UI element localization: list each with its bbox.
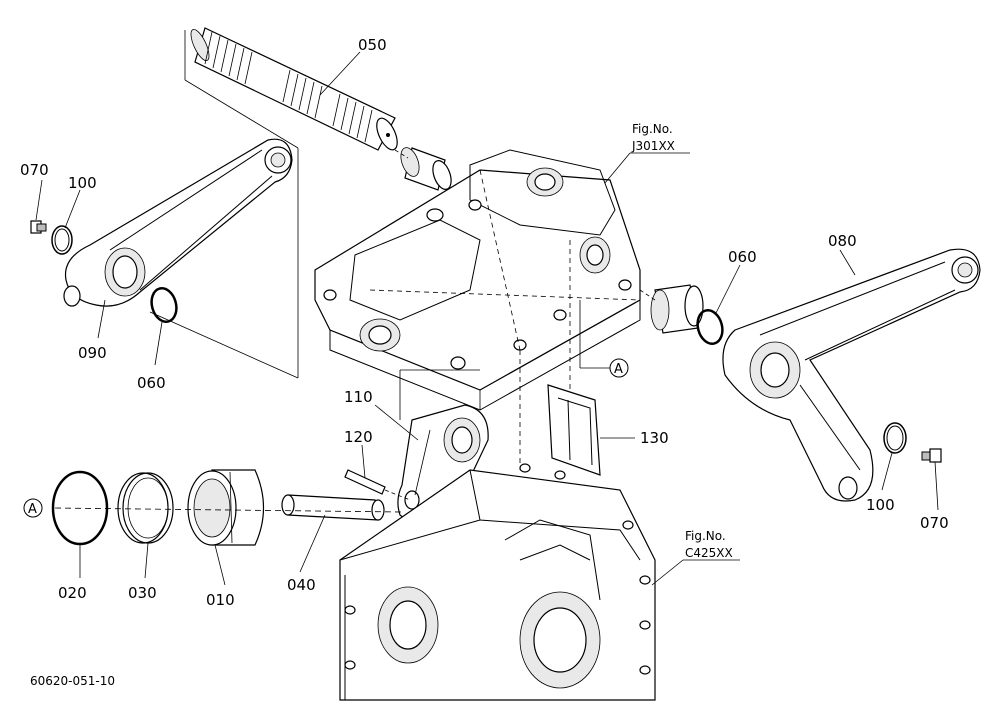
lift-arm-080 [722, 248, 981, 502]
piston-010 [187, 469, 264, 546]
fig-code-top: J301XX [631, 139, 675, 153]
fig-label-top: Fig.No. [632, 122, 673, 136]
callout-a-center: A [579, 300, 629, 378]
label-030: 030 [128, 584, 157, 602]
shaft-050 [190, 27, 398, 151]
fig-label-bottom: Fig.No. [685, 529, 726, 543]
left-arm-frame [149, 30, 299, 379]
part-labels: 050 070 100 090 060 080 060 110 120 130 … [20, 36, 949, 609]
label-060-left: 060 [137, 374, 166, 392]
drawing-id: 60620-051-10 [30, 674, 115, 688]
grease-fitting-070-left [30, 220, 47, 234]
rod-040 [281, 494, 385, 521]
plate-130 [547, 384, 601, 476]
o-ring-060-left [150, 287, 178, 323]
grease-fitting-070-right [921, 448, 942, 463]
label-110: 110 [344, 388, 373, 406]
bushing-top [400, 147, 452, 191]
bushing-right [650, 284, 704, 334]
callout-a-left: A [23, 498, 43, 518]
label-070-left: 070 [20, 161, 49, 179]
transmission-case [339, 350, 656, 701]
fig-code-bottom: C425XX [685, 546, 733, 560]
label-040: 040 [287, 576, 316, 594]
label-090: 090 [78, 344, 107, 362]
cylinder-housing [314, 149, 641, 420]
figure-reference-top: Fig.No. J301XX [604, 122, 690, 184]
lift-arm-110 [397, 404, 489, 532]
label-100-left: 100 [68, 174, 97, 192]
circlip-100-right [883, 422, 907, 454]
circlip-100-left [51, 225, 73, 255]
label-060-right: 060 [728, 248, 757, 266]
o-ring-060-right [696, 309, 724, 345]
o-ring-020 [51, 470, 109, 546]
label-010: 010 [206, 591, 235, 609]
label-120: 120 [344, 428, 373, 446]
label-020: 020 [58, 584, 87, 602]
backup-ring-030 [117, 472, 174, 544]
pin-120 [344, 469, 411, 501]
lift-arm-090 [63, 138, 293, 307]
leader-lines [35, 51, 939, 586]
label-100-right: 100 [866, 496, 895, 514]
label-070-right: 070 [920, 514, 949, 532]
label-080: 080 [828, 232, 857, 250]
label-130: 130 [640, 429, 669, 447]
label-050: 050 [358, 36, 387, 54]
callout-a-center-text: A [614, 362, 623, 377]
figure-reference-bottom: Fig.No. C425XX [651, 529, 740, 586]
callout-a-left-text: A [28, 502, 37, 517]
